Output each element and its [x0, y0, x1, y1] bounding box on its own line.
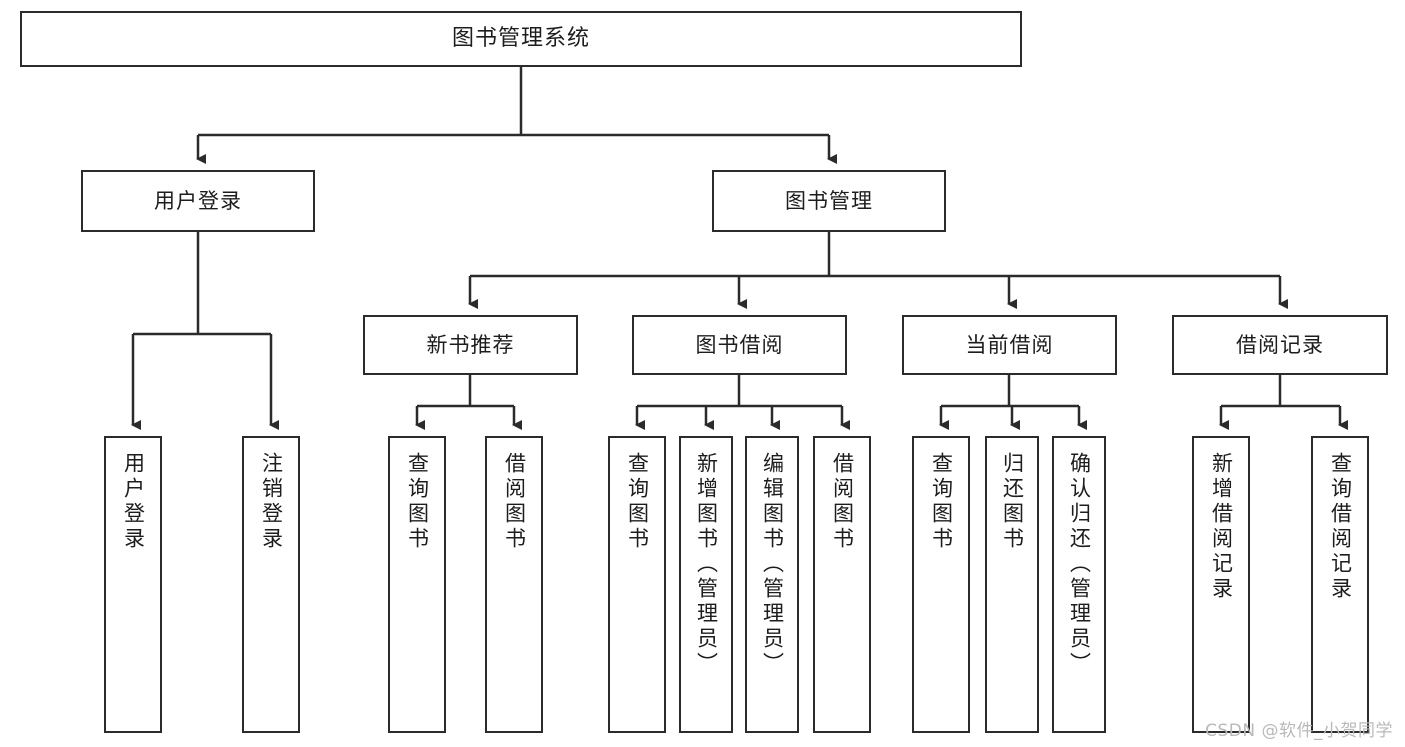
leaf-node-leaf-bb-edit[interactable]: 编辑图书（管理员）	[745, 436, 799, 733]
node-label: 新书推荐	[426, 332, 515, 357]
node-label: 用户登录	[154, 188, 242, 213]
leaf-node-leaf-cb-return[interactable]: 归还图书	[985, 436, 1039, 733]
leaf-node-leaf-bb-query[interactable]: 查询图书	[608, 436, 666, 733]
leaf-node-label: 查询图书	[405, 452, 430, 552]
leaf-node-label: 归还图书	[1000, 452, 1025, 552]
watermark: CSDN @软件_小贺同学	[1205, 721, 1393, 741]
leaf-node-leaf-br-query[interactable]: 查询借阅记录	[1311, 436, 1369, 733]
leaf-node-label: 查询图书	[625, 452, 650, 552]
leaf-node-label: 确认归还（管理员）	[1067, 452, 1092, 677]
leaf-node-leaf-br-add[interactable]: 新增借阅记录	[1192, 436, 1250, 733]
leaf-node-label: 编辑图书（管理员）	[760, 452, 785, 677]
node-label: 当前借阅	[965, 332, 1054, 357]
leaf-node-label: 用户登录	[121, 452, 146, 552]
node-new-book-rec[interactable]: 新书推荐	[363, 315, 578, 375]
leaf-node-leaf-bb-borrow[interactable]: 借阅图书	[813, 436, 871, 733]
leaf-node-label: 新增借阅记录	[1209, 452, 1234, 602]
node-user-login[interactable]: 用户登录	[81, 170, 315, 232]
leaf-node-leaf-cb-query[interactable]: 查询图书	[912, 436, 970, 733]
leaf-node-label: 新增图书（管理员）	[694, 452, 719, 677]
leaf-node-label: 查询图书	[929, 452, 954, 552]
leaf-node-leaf-bb-add[interactable]: 新增图书（管理员）	[679, 436, 733, 733]
node-label: 借阅记录	[1236, 332, 1324, 357]
leaf-node-label: 注销登录	[259, 452, 284, 552]
leaf-node-label: 查询借阅记录	[1328, 452, 1353, 602]
leaf-node-leaf-cb-confirm[interactable]: 确认归还（管理员）	[1052, 436, 1106, 733]
leaf-node-label: 借阅图书	[502, 452, 527, 552]
leaf-node-leaf-user-logout[interactable]: 注销登录	[242, 436, 300, 733]
node-borrow-record[interactable]: 借阅记录	[1172, 315, 1388, 375]
node-book-manage[interactable]: 图书管理	[712, 170, 946, 232]
node-root-label: 图书管理系统	[451, 26, 590, 52]
leaf-node-leaf-user-login[interactable]: 用户登录	[104, 436, 162, 733]
node-label: 图书借阅	[695, 332, 784, 357]
leaf-node-leaf-rec-query[interactable]: 查询图书	[388, 436, 446, 733]
node-current-borrow[interactable]: 当前借阅	[902, 315, 1117, 375]
node-root[interactable]: 图书管理系统	[20, 11, 1022, 67]
leaf-node-leaf-rec-borrow[interactable]: 借阅图书	[485, 436, 543, 733]
leaf-node-label: 借阅图书	[830, 452, 855, 552]
node-label: 图书管理	[785, 188, 873, 213]
node-book-borrow[interactable]: 图书借阅	[632, 315, 847, 375]
